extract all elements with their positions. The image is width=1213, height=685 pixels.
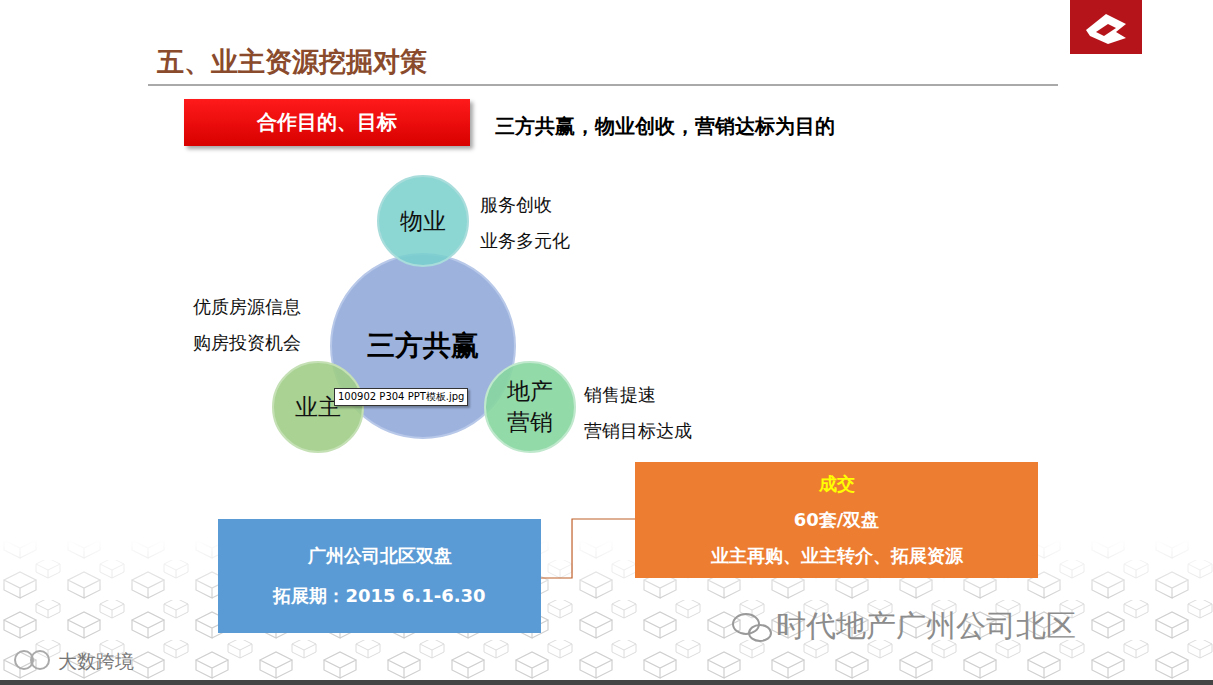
note: 销售提速 <box>584 383 656 407</box>
venn-circle: 地产 营销 <box>484 361 576 453</box>
note: 营销目标达成 <box>584 419 692 443</box>
text-box: 广州公司北区双盘拓展期：2015 6.1-6.30 <box>218 519 541 633</box>
node-heading: 合作目的、目标 <box>257 109 397 136</box>
venn-circle: 物业 <box>377 175 469 267</box>
circle-shape <box>378 176 468 266</box>
circle-shape <box>273 362 363 452</box>
node-text: 拓展期：2015 6.1-6.30 <box>273 584 485 608</box>
node-heading: 广州公司北区双盘 <box>308 544 452 568</box>
node-heading: 三方共赢 <box>367 327 479 365</box>
text-box: 合作目的、目标 <box>184 99 470 146</box>
circle-outline <box>484 361 576 453</box>
note: 优质房源信息 <box>193 295 301 319</box>
node-heading: 地产 营销 <box>504 376 556 438</box>
node-text: 60套/双盘 <box>794 508 880 532</box>
tooltip: 100902 P304 PPT模板.jpg <box>334 388 468 406</box>
node-heading: 物业 <box>400 206 446 237</box>
circle-shape <box>485 362 575 452</box>
node-heading: 成交 <box>819 472 855 496</box>
note: 服务创收 <box>480 193 552 217</box>
venn-circle: 业主 <box>272 361 364 453</box>
goal-text: 三方共赢，物业创收，营销达标为目的 <box>495 113 835 140</box>
page-title: 五、业主资源挖掘对策 <box>157 44 427 80</box>
connector <box>541 519 635 578</box>
note: 购房投资机会 <box>193 331 301 355</box>
watermark: 大数跨境 <box>58 649 134 675</box>
note: 业务多元化 <box>480 229 570 253</box>
node-text: 业主再购、业主转介、拓展资源 <box>711 544 963 568</box>
text-box: 成交 60套/双盘业主再购、业主转介、拓展资源 <box>635 462 1038 578</box>
watermark: 时代地产广州公司北区 <box>776 606 1076 647</box>
